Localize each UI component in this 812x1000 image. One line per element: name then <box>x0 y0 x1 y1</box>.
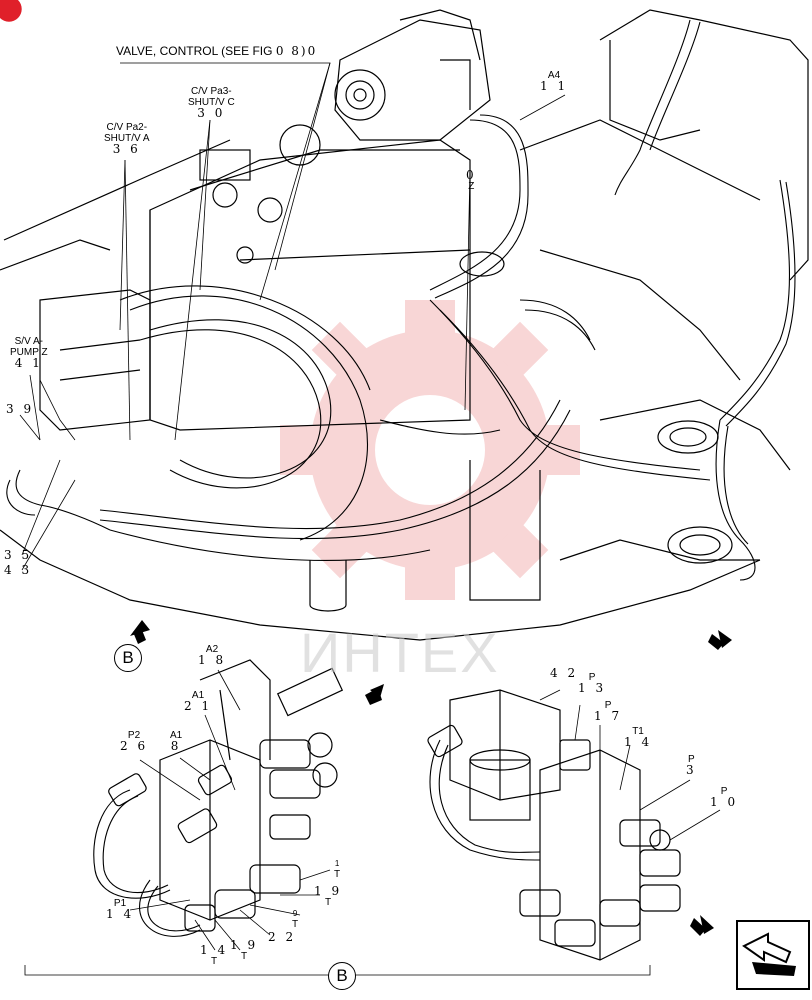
callout-p1: P1 1 4 <box>106 898 134 920</box>
callout-t-9: 9 T <box>292 908 298 930</box>
callout-a1-top: A1 2 1 <box>184 690 212 712</box>
callout-label: P <box>604 700 612 711</box>
callout-number: 3 <box>686 763 697 777</box>
callout-number: 9 <box>292 909 298 918</box>
callout-label: A1 <box>170 730 183 741</box>
callout-label: Z <box>468 181 475 192</box>
callout-22: 2 2 <box>268 930 297 944</box>
callout-label: C/V Pa3- <box>191 86 232 97</box>
frame-lines <box>0 9 809 641</box>
callout-p-10: P 1 0 <box>710 786 738 808</box>
callout-number: 1 1 <box>540 79 569 93</box>
callout-cv-pa3: C/V Pa3- SHUT/V C 3 0 <box>188 86 235 119</box>
detail-left-manifold <box>108 659 344 932</box>
callout-label: P <box>588 672 596 683</box>
callout-label: T <box>292 919 299 930</box>
callout-t-14: 1 4 T <box>200 943 229 967</box>
callout-number: 1 4 <box>200 943 229 957</box>
callout-t-19b: 1 9 T <box>230 938 259 962</box>
callout-t-1: 1 T <box>334 858 340 880</box>
callout-number: 1 0 <box>710 795 739 809</box>
callout-label: P2 <box>127 730 141 741</box>
callout-number: 3 6 <box>112 142 141 156</box>
view-marker-b-bottom: B <box>328 962 356 990</box>
callout-label: A4 <box>547 70 561 81</box>
callout-p-13: P 1 3 <box>578 672 606 694</box>
valve-control-ref: 0 8)0 <box>275 44 318 58</box>
callout-label: T1 <box>632 726 644 737</box>
view-arrow-icon <box>130 620 732 936</box>
callout-number: 2 1 <box>184 699 213 713</box>
callout-number: 1 4 <box>106 907 135 921</box>
callout-t1-14: T1 1 4 <box>624 726 652 748</box>
callout-label: T <box>210 956 218 967</box>
watermark-gear-icon <box>280 300 580 600</box>
callout-label: S/V A- <box>14 336 43 347</box>
callout-42: 4 2 <box>550 666 579 680</box>
callout-p-17: P 1 7 <box>594 700 622 722</box>
callout-a4: A4 1 1 <box>540 70 568 92</box>
callout-label: A1 <box>191 690 205 701</box>
callout-z: 0 Z <box>466 168 477 192</box>
callout-a2: A2 1 8 <box>198 644 226 666</box>
callout-p2: P2 2 6 <box>120 730 148 752</box>
callout-number: 1 3 <box>578 681 607 695</box>
callout-number: 1 <box>334 859 340 868</box>
callout-number: 0 <box>466 168 477 182</box>
navigation-arrow-icon <box>742 932 796 976</box>
callout-label: T <box>334 869 341 880</box>
callout-p-3: P 3 <box>686 754 697 776</box>
callout-number: 8 <box>170 739 182 753</box>
view-marker-b-top: B <box>114 644 142 672</box>
callout-label: T <box>324 897 332 908</box>
callout-sv-a-pump: S/V A- PUMP Z 4 1 <box>10 336 48 369</box>
callout-label: T <box>240 951 248 962</box>
callout-number: 4 1 <box>14 356 43 370</box>
callout-label: A2 <box>205 644 219 655</box>
callout-43: 4 3 <box>4 563 33 577</box>
callout-number: 1 9 <box>314 884 343 898</box>
callout-label: P <box>720 786 728 797</box>
callout-35: 3 5 <box>4 548 33 562</box>
callout-label: PUMP Z <box>10 347 48 358</box>
corner-badge <box>0 0 22 22</box>
callout-label: C/V Pa2- <box>106 122 148 133</box>
callout-t-19a: 1 9 T <box>314 884 343 908</box>
callout-label: SHUT/V C <box>188 97 235 108</box>
callout-cv-pa2: C/V Pa2- SHUT/V A 3 6 <box>104 122 150 155</box>
callout-number: 2 6 <box>120 739 149 753</box>
callout-label: P <box>687 754 695 765</box>
valve-control-label: VALVE, CONTROL (SEE FIG 0 8)0 <box>116 44 317 58</box>
navigation-arrow-button[interactable] <box>736 920 810 990</box>
callout-39: 3 9 <box>6 402 35 416</box>
callout-label: SHUT/V A <box>104 133 150 144</box>
callout-number: 1 8 <box>198 653 227 667</box>
hydraulic-hoses <box>6 19 796 937</box>
callout-number: 3 0 <box>197 106 226 120</box>
detail-right-valve <box>427 689 681 961</box>
callout-number: 1 9 <box>230 938 259 952</box>
callout-number: 1 4 <box>624 735 653 749</box>
callout-label: P1 <box>113 898 127 909</box>
watermark-text: ИНТЕХ <box>300 621 500 684</box>
valve-control-text: VALVE, CONTROL (SEE FIG <box>116 44 273 58</box>
callout-a1-mid: A1 8 <box>170 730 182 752</box>
leader-lines <box>19 62 721 976</box>
callout-number: 1 7 <box>594 709 623 723</box>
